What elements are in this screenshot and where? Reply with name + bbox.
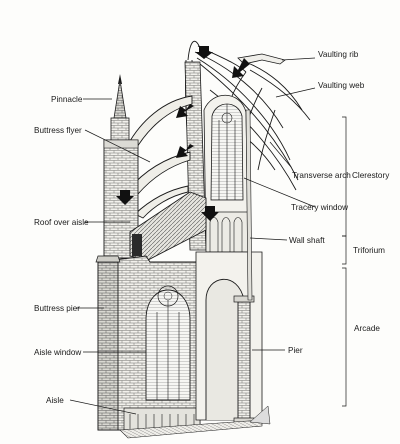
label-transverse-arch: Transverse arch xyxy=(292,171,351,180)
flying-buttresses xyxy=(124,95,193,219)
arrow-icon xyxy=(232,58,250,78)
label-clerestory: Clerestory xyxy=(352,171,390,180)
label-aisle-window: Aisle window xyxy=(34,348,81,357)
label-tracery-window: Tracery window xyxy=(291,203,348,212)
label-buttress-pier: Buttress pier xyxy=(34,304,80,313)
label-vaulting-web: Vaulting web xyxy=(318,81,365,90)
label-buttress-flyer: Buttress flyer xyxy=(34,126,82,135)
arrow-icon xyxy=(116,190,134,205)
thrust-arrows xyxy=(116,46,250,221)
label-wall-shaft: Wall shaft xyxy=(289,236,325,245)
aisle-wall xyxy=(95,255,201,431)
label-arcade: Arcade xyxy=(354,324,380,333)
arrow-icon xyxy=(201,206,219,221)
label-pinnacle: Pinnacle xyxy=(51,95,83,104)
pinnacle-spire xyxy=(113,79,127,119)
label-pier: Pier xyxy=(288,346,303,355)
label-aisle: Aisle xyxy=(46,396,64,405)
label-roof-over-aisle: Roof over aisle xyxy=(34,218,89,227)
pier-shape xyxy=(237,299,251,423)
arrow-icon xyxy=(195,46,213,59)
label-triforium: Triforium xyxy=(353,246,385,255)
wall-shaft-shape xyxy=(245,109,253,301)
buttress-pier-shape xyxy=(97,261,119,431)
arrow-icon xyxy=(176,104,194,118)
nave-arcade xyxy=(119,109,271,439)
label-vaulting-rib: Vaulting rib xyxy=(318,50,359,59)
leader-lines xyxy=(69,57,316,415)
arrow-icon xyxy=(176,144,194,158)
aisle-roof xyxy=(129,191,207,261)
section-brackets xyxy=(342,116,347,407)
